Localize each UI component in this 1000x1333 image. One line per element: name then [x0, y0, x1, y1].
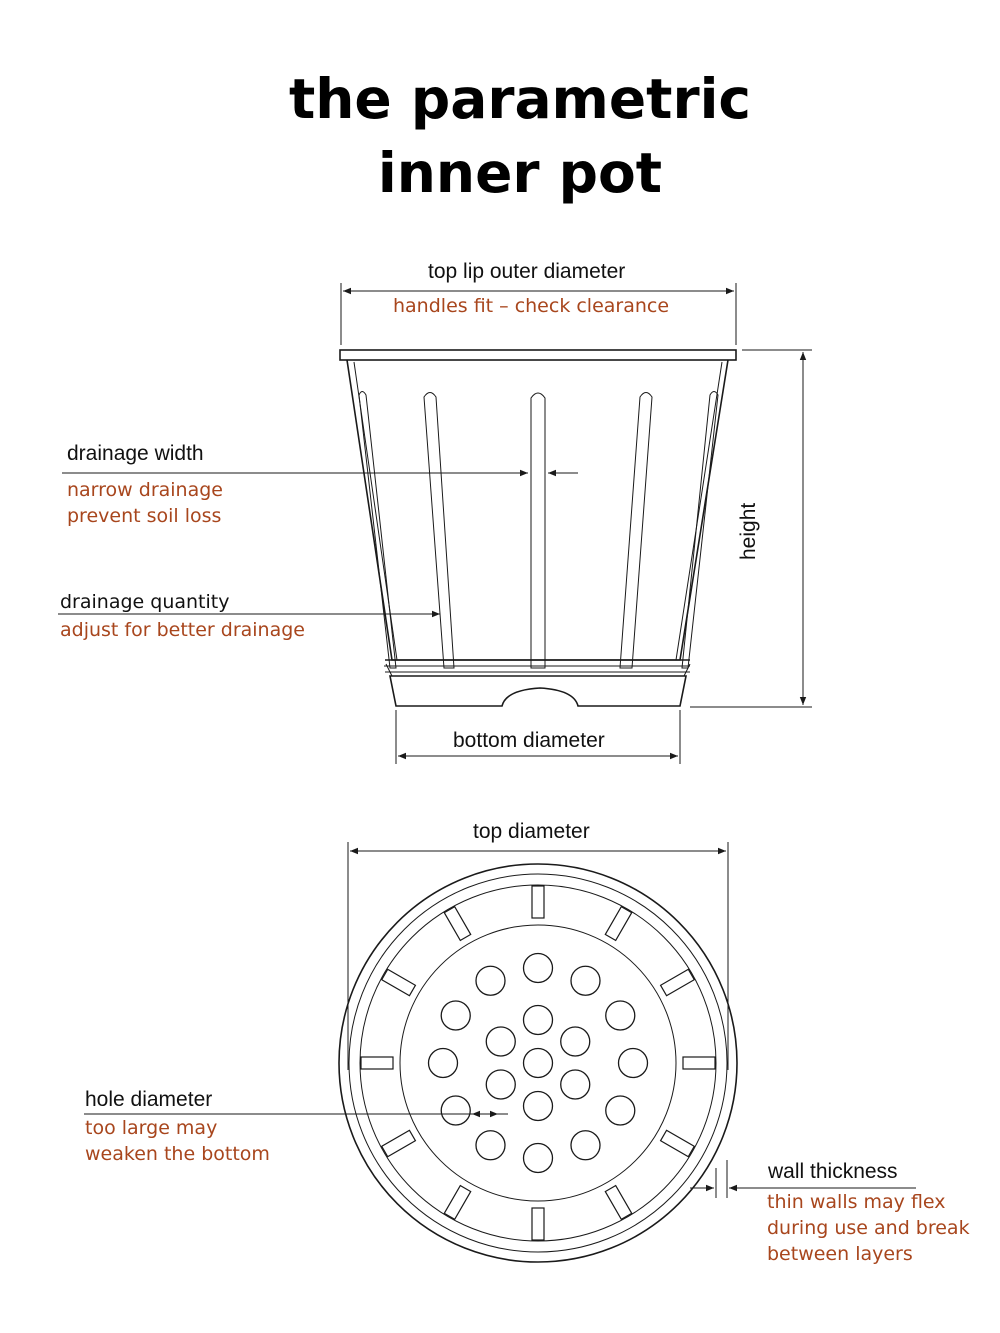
- drainage-hole: [440, 1000, 471, 1031]
- note-drainage-width-2: prevent soil loss: [67, 505, 222, 527]
- slot-tab: [659, 1129, 696, 1158]
- note-wall-3: between layers: [767, 1243, 913, 1265]
- outer-rim: [338, 863, 738, 1263]
- label-bottom-diameter: bottom diameter: [453, 729, 605, 752]
- note-drainage-width-1: narrow drainage: [67, 479, 223, 501]
- drainage-hole: [522, 1047, 554, 1079]
- drainage-hole: [485, 1069, 516, 1100]
- side-view-pot: [58, 283, 812, 764]
- drainage-hole: [522, 952, 554, 984]
- drainage-hole: [570, 1130, 601, 1161]
- slot-tab: [443, 1184, 472, 1221]
- note-wall-2: during use and break: [767, 1217, 970, 1239]
- slot-tab: [360, 1056, 394, 1070]
- label-hole-diameter: hole diameter: [85, 1088, 213, 1111]
- pot-body: [346, 359, 729, 661]
- label-height: height: [737, 502, 760, 560]
- note-hole-1: too large may: [85, 1117, 218, 1139]
- slot-tab: [531, 885, 545, 919]
- slot-tab: [604, 905, 633, 942]
- drainage-slot: [681, 391, 719, 669]
- drainage-hole: [522, 1090, 554, 1122]
- slot-tab: [531, 1207, 545, 1241]
- note-wall-1: thin walls may flex: [767, 1191, 946, 1213]
- drainage-hole: [560, 1026, 591, 1057]
- drainage-slot: [530, 392, 546, 669]
- drainage-hole: [522, 1142, 554, 1174]
- label-drainage-width: drainage width: [67, 442, 204, 465]
- drainage-holes: [427, 952, 649, 1174]
- slot-tab: [443, 905, 472, 942]
- pot-inner-wall: [353, 361, 723, 661]
- title-line-1: the parametric: [288, 67, 752, 131]
- slot-tab: [380, 968, 417, 997]
- drainage-slots: [358, 391, 719, 669]
- drainage-hole: [485, 1026, 516, 1057]
- label-drainage-quantity: drainage quantity: [60, 591, 230, 613]
- drainage-hole: [427, 1047, 459, 1079]
- slot-tab: [380, 1129, 417, 1158]
- drainage-hole: [605, 1000, 636, 1031]
- pot-foot: [389, 675, 687, 707]
- drainage-slot: [423, 392, 455, 669]
- drainage-hole: [475, 965, 506, 996]
- drainage-hole: [522, 1004, 554, 1036]
- note-drainage-quantity: adjust for better drainage: [60, 619, 305, 641]
- slot-tab: [682, 1056, 716, 1070]
- drainage-slot: [619, 392, 653, 669]
- drainage-hole: [440, 1095, 471, 1126]
- slot-tab: [659, 968, 696, 997]
- note-top-lip: handles fit – check clearance: [393, 295, 670, 317]
- slot-tab: [604, 1184, 633, 1221]
- rim-inner-edge: [348, 873, 728, 1253]
- label-top-diameter: top diameter: [473, 820, 590, 843]
- label-wall-thickness: wall thickness: [768, 1160, 898, 1183]
- top-view-pot: [84, 842, 916, 1263]
- drainage-hole: [605, 1095, 636, 1126]
- wall-outline: [359, 884, 717, 1242]
- label-top-lip-outer-diameter: top lip outer diameter: [428, 260, 626, 283]
- title-line-2: inner pot: [377, 141, 663, 205]
- radial-slot-tabs: [360, 885, 716, 1241]
- drainage-hole: [560, 1069, 591, 1100]
- bottom-plate: [399, 924, 677, 1202]
- top-lip: [339, 349, 737, 361]
- drainage-hole: [475, 1130, 506, 1161]
- drainage-hole: [617, 1047, 649, 1079]
- drainage-hole: [570, 965, 601, 996]
- note-hole-2: weaken the bottom: [85, 1143, 270, 1165]
- drainage-slot: [358, 391, 397, 669]
